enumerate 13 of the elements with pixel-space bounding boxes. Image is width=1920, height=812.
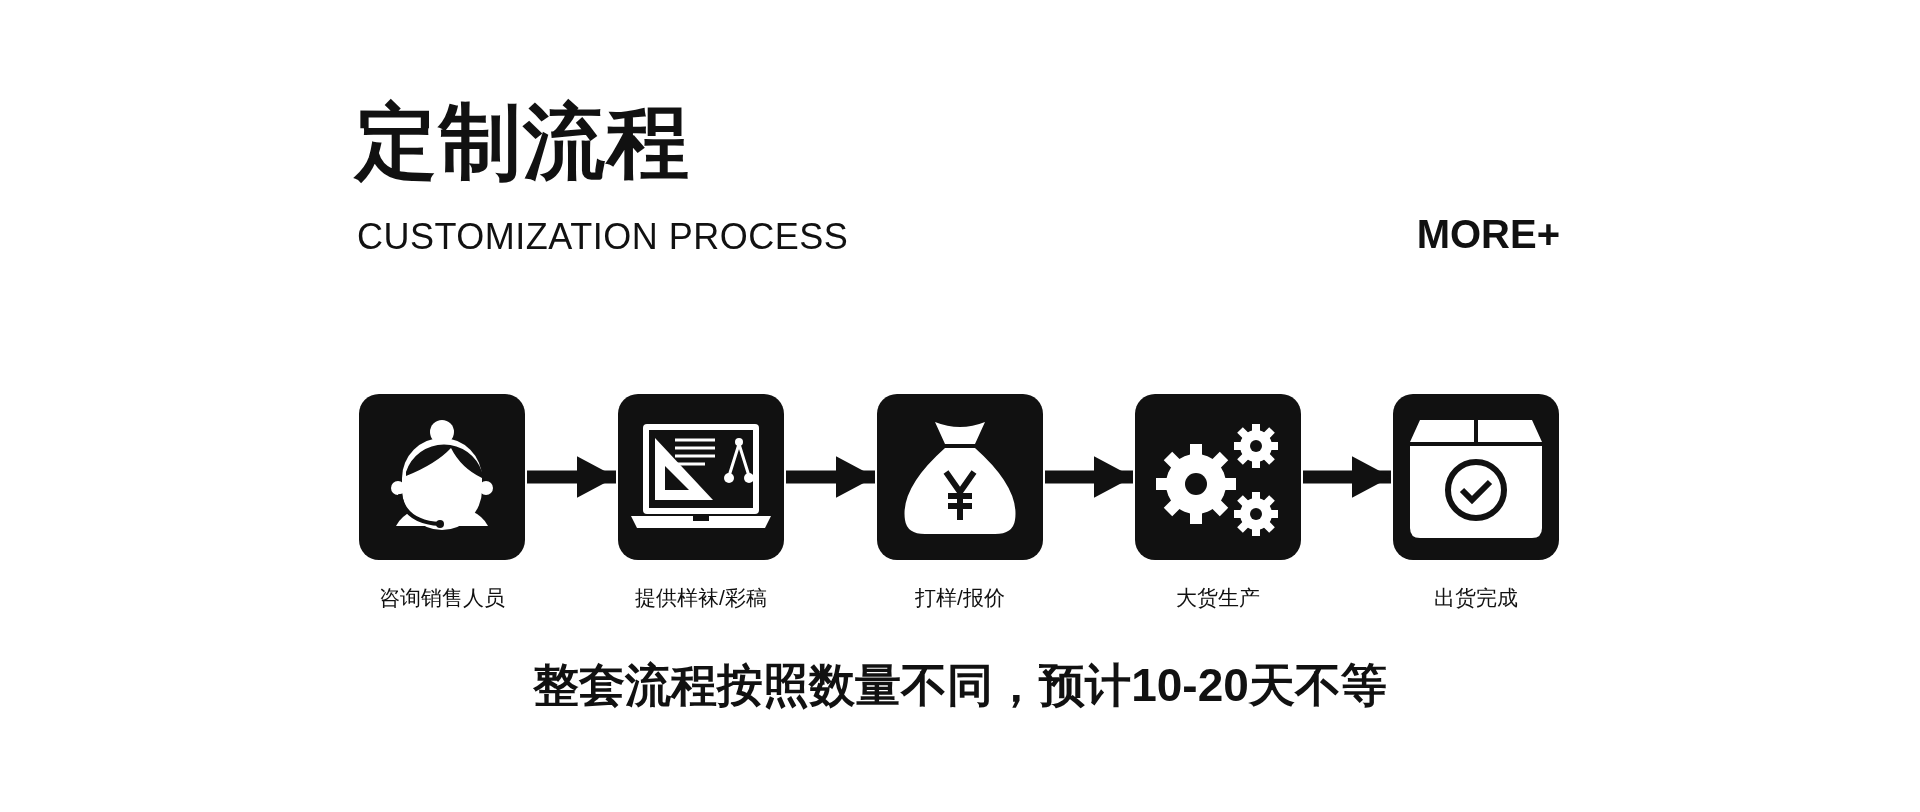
arrow: [527, 456, 616, 498]
step-caption: 出货完成: [1433, 585, 1519, 611]
step-caption: 咨询销售人员: [378, 585, 506, 611]
title: 定制流程: [355, 95, 691, 189]
arrow: [1303, 456, 1391, 498]
more-link: MORE+: [1416, 212, 1560, 257]
subtitle: CUSTOMIZATION PROCESS: [357, 216, 849, 258]
step-caption: 打样/报价: [914, 585, 1006, 611]
arrow: [1045, 456, 1133, 498]
step-caption: 大货生产: [1175, 585, 1261, 611]
step-caption: 提供样袜/彩稿: [634, 585, 768, 611]
note: 整套流程按照数量不同，预计10-20天不等: [532, 658, 1388, 713]
arrow: [786, 456, 875, 498]
